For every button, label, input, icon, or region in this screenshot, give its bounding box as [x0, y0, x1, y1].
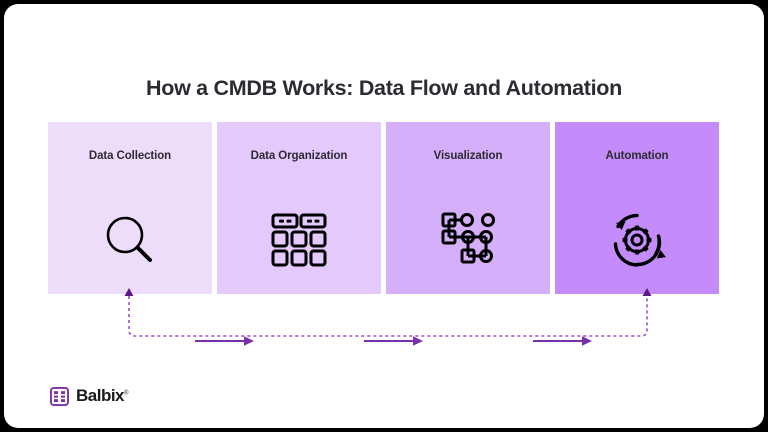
- registered-trademark-icon: ®: [124, 390, 128, 397]
- flow-step-label: Visualization: [433, 150, 503, 162]
- balbix-logo-mark-icon: [50, 386, 69, 406]
- gear-refresh-icon: [613, 213, 666, 267]
- flow-step-label: Data Organization: [250, 150, 348, 162]
- flow-step-label: Automation: [605, 150, 669, 162]
- flow-diagram: Data Collection Data Organization: [48, 122, 720, 346]
- balbix-logo-text: Balbix®: [76, 386, 128, 406]
- flow-step-data-collection[interactable]: Data Collection: [48, 122, 212, 294]
- node-graph-icon: [441, 212, 495, 264]
- flow-step-visualization[interactable]: Visualization: [386, 122, 550, 294]
- flow-step-data-organization[interactable]: Data Organization: [217, 122, 381, 294]
- flow-connector-arrow-2: [364, 336, 423, 346]
- feedback-loop-connector: [124, 288, 652, 337]
- magnifier-icon: [106, 216, 152, 262]
- flow-connector-arrow-1: [195, 336, 254, 346]
- page-title: How a CMDB Works: Data Flow and Automati…: [146, 76, 622, 100]
- balbix-logo: Balbix®: [50, 386, 128, 406]
- database-grid-icon: [271, 213, 327, 267]
- slide-canvas: How a CMDB Works: Data Flow and Automati…: [4, 4, 764, 428]
- logo-wordmark: Balbix: [76, 386, 125, 405]
- flow-connector-arrow-3: [533, 336, 592, 346]
- flow-step-label: Data Collection: [88, 150, 172, 162]
- flow-step-automation[interactable]: Automation: [555, 122, 719, 294]
